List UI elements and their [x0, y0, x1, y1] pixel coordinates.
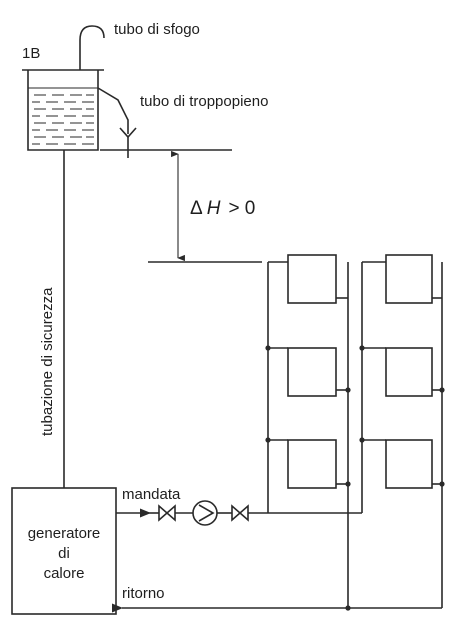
water-hatching: [32, 94, 94, 145]
radiator-c1-mid: [287, 347, 337, 397]
radiator-c1-bot: [287, 439, 337, 489]
return-line: ritorno: [111, 585, 442, 613]
column-1: [265, 254, 351, 611]
radiator-c2-top: [385, 254, 433, 304]
radiator-c1-top: [287, 254, 337, 304]
safety-pipe-label: tubazione di sicurezza: [39, 287, 56, 436]
safety-pipe: tubazione di sicurezza: [39, 150, 65, 488]
return-label: ritorno: [122, 585, 165, 602]
overflow-pipe: tubo di troppopieno: [97, 87, 268, 158]
valve-1-icon: [158, 504, 176, 522]
tank-id-label: 1B: [22, 45, 40, 62]
expansion-tank: 1B: [22, 45, 104, 151]
flow-label: mandata: [122, 486, 181, 503]
flow-line: mandata: [116, 486, 362, 526]
pump-icon: [192, 500, 218, 526]
generator-label-line3: calore: [44, 565, 85, 582]
radiator-c2-mid: [385, 347, 433, 397]
vent-pipe: tubo di sfogo: [79, 21, 200, 70]
generator-label-line2: di: [58, 545, 70, 562]
column-2: [359, 254, 445, 608]
generator-label-line1: generatore: [28, 525, 101, 542]
heat-generator: generatore di calore: [11, 487, 117, 615]
vent-pipe-label: tubo di sfogo: [114, 21, 200, 38]
overflow-pipe-label: tubo di troppopieno: [140, 93, 268, 110]
radiator-c2-bot: [385, 439, 433, 489]
valve-2-icon: [231, 504, 249, 522]
